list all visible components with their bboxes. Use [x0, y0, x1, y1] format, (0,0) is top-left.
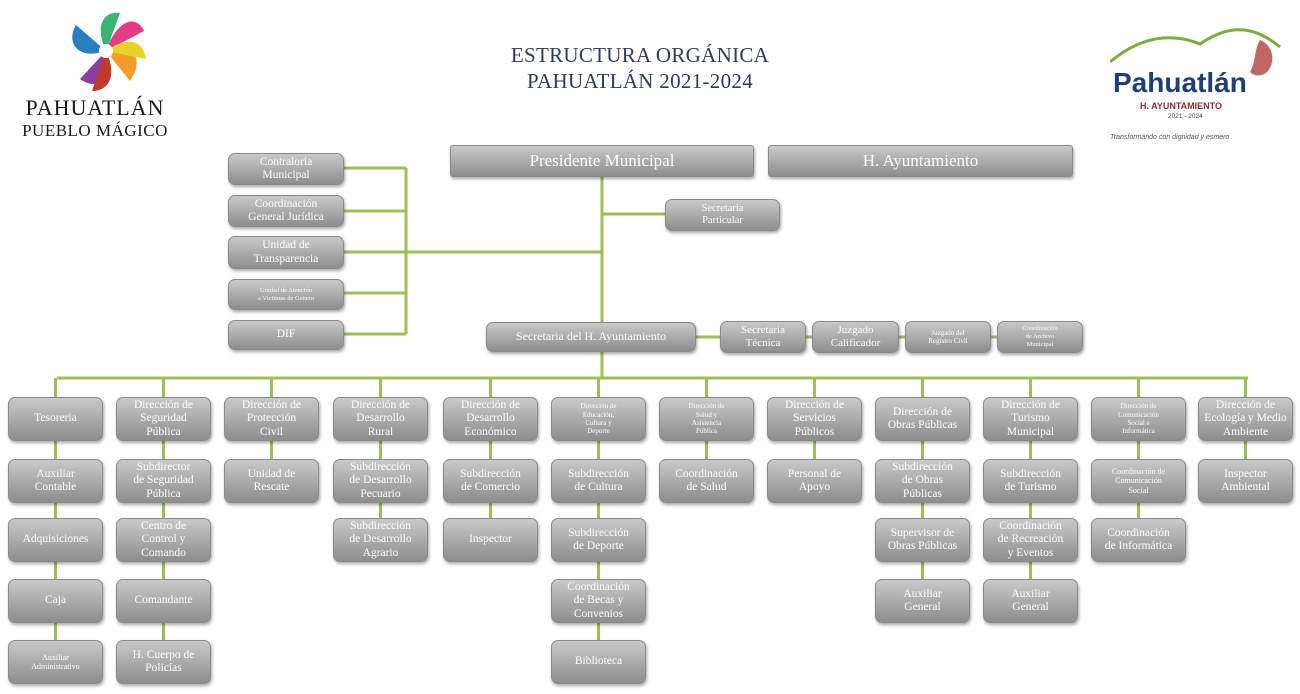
sub-unit-box: Unidad de Rescate: [224, 459, 319, 503]
juzgado-calificador-box: Juzgado Calificador: [812, 321, 899, 353]
left-logo-line1: PAHUATLÁN: [25, 95, 165, 120]
right-logo-years: 2021 - 2024: [1168, 113, 1203, 120]
sub-unit-box: Subdirector de Seguridad Pública: [116, 459, 211, 503]
coordinacion-archivo-box: Coordinación de Archivo Municipal: [997, 321, 1083, 353]
department-head-box: Dirección de Seguridad Pública: [116, 397, 211, 441]
atencion-victimas-box: Unidad de Atención a Víctimas de Genero: [228, 279, 344, 310]
chart-title-line2: PAHUATLÁN 2021-2024: [526, 69, 753, 93]
h-ayuntamiento-box: H. Ayuntamiento: [768, 145, 1073, 177]
transparencia-box: Unidad de Transparencia: [228, 236, 344, 269]
department-head-box: Dirección de Desarrollo Económico: [443, 397, 538, 441]
sub-unit-box: Subdirección de Comercio: [443, 459, 538, 503]
sub-unit-box: Auxiliar Administrativo: [8, 640, 103, 684]
chart-title-line1: ESTRUCTURA ORGÁNICA: [510, 43, 770, 67]
secretaria-tecnica-box: Secretaria Técnica: [720, 321, 806, 353]
juzgado-registro-civil-box: Juzgado del Registro Civil: [905, 321, 991, 353]
contraloria-box: Contraloria Municipal: [228, 153, 344, 185]
right-logo-name: Pahuatlán: [1113, 67, 1247, 98]
sub-unit-box: Subdirección de Desarrollo Agrario: [333, 518, 428, 562]
sub-unit-box: Biblioteca: [551, 640, 646, 684]
department-head-box: Tesoreria: [8, 397, 103, 441]
department-head-box: Dirección de Protección Civil: [224, 397, 319, 441]
sub-unit-box: Subdirección de Desarrollo Pecuario: [333, 459, 428, 503]
department-head-box: Dirección de Obras Públicas: [875, 397, 970, 441]
sub-unit-box: Subdirección de Obras Públicas: [875, 459, 970, 503]
sub-unit-box: Subdirección de Turismo: [983, 459, 1078, 503]
sub-unit-box: Adquisiciones: [8, 518, 103, 562]
sub-unit-box: Coordinación de Recreación y Eventos: [983, 518, 1078, 562]
department-head-box: Dirección de Ecología y Medio Ambiente: [1198, 397, 1293, 441]
coordinacion-juridica-box: Coordinación General Jurídica: [228, 195, 344, 227]
sub-unit-box: Subdirección de Deporte: [551, 518, 646, 562]
sub-unit-box: Caja: [8, 579, 103, 623]
sub-unit-box: Coordinación de Comunicación Social: [1091, 459, 1186, 503]
sub-unit-box: Subdirección de Cultura: [551, 459, 646, 503]
sub-unit-box: Coordinación de Becas y Convenios: [551, 579, 646, 623]
mountain-icon: [1110, 28, 1281, 76]
department-head-box: Dirección de Salud y Asistencia Pública: [659, 397, 754, 441]
sub-unit-box: Inspector: [443, 518, 538, 562]
pinwheel-icon: [72, 12, 146, 91]
sub-unit-box: Coordinación de Informática: [1091, 518, 1186, 562]
right-logo-subtitle: H. AYUNTAMIENTO: [1140, 101, 1223, 111]
dif-box: DIF: [228, 320, 344, 350]
sub-unit-box: Comandante: [116, 579, 211, 623]
sub-unit-box: Inspector Ambiental: [1198, 459, 1293, 503]
presidente-municipal-box: Presidente Municipal: [450, 145, 754, 177]
left-logo-line2: PUEBLO MÁGICO: [22, 121, 168, 140]
secretaria-ayuntamiento-box: Secretaria del H. Ayuntamiento: [486, 322, 696, 352]
department-head-box: Dirección de Turismo Municipal: [983, 397, 1078, 441]
department-head-box: Dirección de Educación, Cultura y Deport…: [551, 397, 646, 441]
secretaria-particular-box: Secretaria Particular: [665, 199, 780, 231]
sub-unit-box: H. Cuerpo de Policías: [116, 640, 211, 684]
sub-unit-box: Auxiliar General: [875, 579, 970, 623]
department-head-box: Dirección de Comunicación Social e Infor…: [1091, 397, 1186, 441]
sub-unit-box: Supervisor de Obras Públicas: [875, 518, 970, 562]
pahuatlan-pinwheel-logo: [60, 5, 152, 97]
department-head-box: Dirección de Desarrollo Rural: [333, 397, 428, 441]
sub-unit-box: Personal de Apoyo: [767, 459, 862, 503]
sub-unit-box: Auxiliar Contable: [8, 459, 103, 503]
department-head-box: Dirección de Servicios Públicos: [767, 397, 862, 441]
sub-unit-box: Coordinación de Salud: [659, 459, 754, 503]
right-logo-slogan: Transformando con dignidad y esmero: [1110, 134, 1230, 141]
sub-unit-box: Centro de Control y Comando: [116, 518, 211, 562]
sub-unit-box: Auxiliar General: [983, 579, 1078, 623]
